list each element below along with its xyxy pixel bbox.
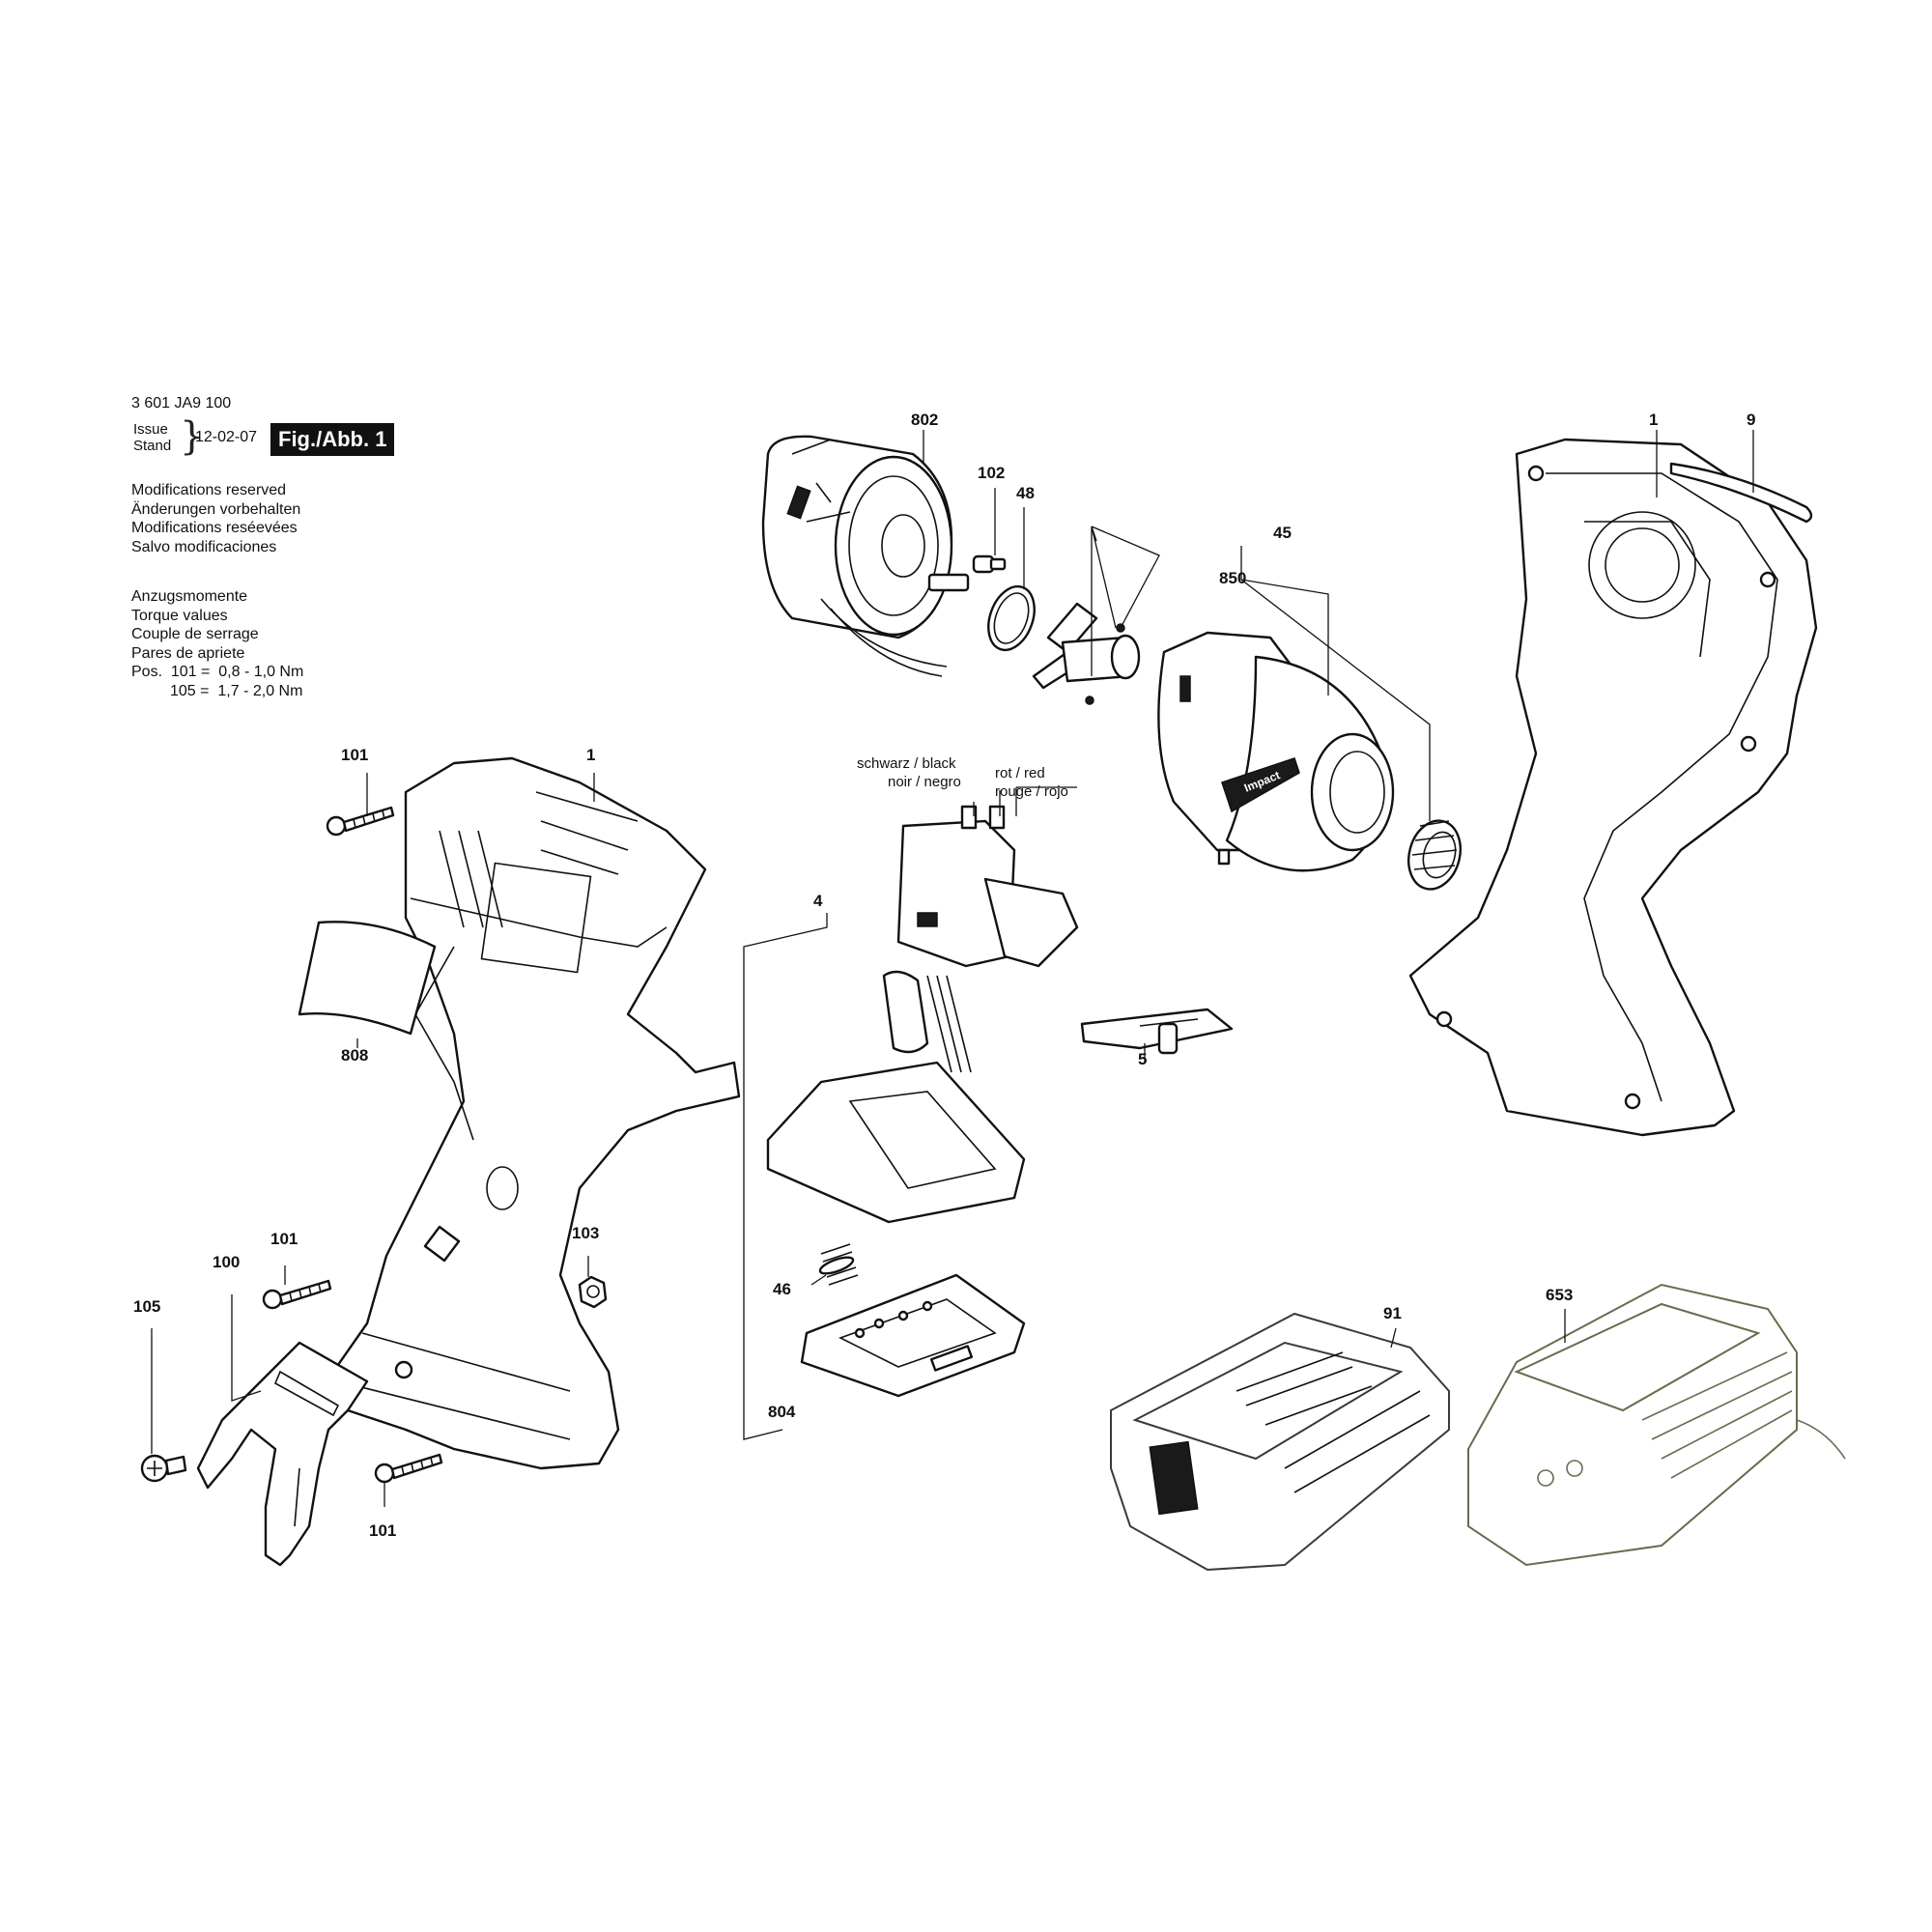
- housing-half-right-1: [1408, 438, 1818, 1137]
- nut-103: [578, 1275, 608, 1309]
- screw-102: [972, 554, 1007, 574]
- issue-row: Issue Stand } 12-02-07 Fig./Abb. 1: [131, 417, 440, 460]
- screw-101-top: [326, 806, 395, 837]
- header-block: 3 601 JA9 100 Issue Stand } 12-02-07 Fig…: [131, 394, 440, 700]
- callout-102: 102: [978, 464, 1005, 482]
- screw-101-bottom: [374, 1453, 443, 1484]
- callout-808: 808: [341, 1046, 368, 1065]
- callout-1-left: 1: [586, 746, 595, 764]
- electronics-board-804: [800, 1273, 1026, 1398]
- spindle-hammer: [1032, 602, 1141, 705]
- stand-label: Stand: [133, 438, 172, 454]
- figure-label: Fig./Abb. 1: [270, 423, 395, 456]
- callout-804: 804: [768, 1403, 796, 1421]
- callout-45: 45: [1273, 524, 1292, 542]
- callout-9: 9: [1747, 411, 1755, 429]
- modification-notes: Modifications reserved Änderungen vorbeh…: [131, 481, 440, 700]
- leader-lines: [151, 430, 1754, 1507]
- callout-802: 802: [911, 411, 938, 429]
- battery-pack-91: [1110, 1312, 1450, 1572]
- wire-label-black-1: schwarz / black: [857, 755, 956, 772]
- rating-label-808: [298, 921, 437, 1036]
- torque-heading: Couple de serrage: [131, 626, 259, 642]
- direction-switch-5: [1080, 1008, 1234, 1055]
- charger-653: [1467, 1283, 1846, 1567]
- callout-105: 105: [133, 1297, 160, 1316]
- callout-5: 5: [1138, 1050, 1147, 1068]
- motor-802: [761, 435, 970, 677]
- callout-103: 103: [572, 1224, 599, 1242]
- screw-101-middle: [262, 1279, 332, 1310]
- brace-symbol: }: [180, 414, 205, 459]
- gear-housing-850: Impact: [1157, 631, 1395, 872]
- callout-101-top: 101: [341, 746, 368, 764]
- issue-labels: Issue Stand: [133, 421, 171, 454]
- switch-module-4: [766, 805, 1079, 1224]
- wire-label-red-1: rot / red: [995, 765, 1045, 781]
- callout-4: 4: [813, 892, 823, 910]
- note-line: Modifications reserved: [131, 482, 287, 498]
- callout-101-middle: 101: [270, 1230, 298, 1248]
- callout-46: 46: [773, 1280, 791, 1298]
- torque-row-101: Pos. 101 = 0,8 - 1,0 Nm: [131, 664, 304, 680]
- callout-850: 850: [1219, 569, 1246, 587]
- housing-half-left-1: [331, 756, 741, 1470]
- o-ring-48: [987, 584, 1036, 652]
- issue-date: 12-02-07: [195, 429, 258, 445]
- callout-653: 653: [1546, 1286, 1573, 1304]
- torque-heading: Anzugsmomente: [131, 588, 248, 605]
- spring-46: [818, 1243, 859, 1286]
- callout-101-bottom: 101: [369, 1521, 396, 1540]
- note-line: Änderungen vorbehalten: [131, 500, 301, 518]
- callout-48: 48: [1016, 484, 1035, 502]
- note-line: Salvo modificaciones: [131, 538, 277, 555]
- threaded-ring: [1407, 819, 1462, 891]
- torque-heading: Pares de apriete: [131, 644, 245, 662]
- wire-label-black-2: noir / negro: [888, 774, 961, 790]
- issue-label: Issue: [133, 421, 168, 438]
- torque-row-105: 105 = 1,7 - 2,0 Nm: [131, 682, 303, 699]
- note-line: Modifications reséevées: [131, 520, 298, 536]
- callout-100: 100: [213, 1253, 240, 1271]
- belt-clip-100: [196, 1341, 369, 1567]
- document-number: 3 601 JA9 100: [131, 395, 232, 412]
- callout-1-right: 1: [1649, 411, 1658, 429]
- wire-label-red-2: rouge / rojo: [995, 783, 1068, 800]
- label-strip-9: [1669, 462, 1813, 524]
- screw-105: [140, 1454, 187, 1483]
- torque-heading: Torque values: [131, 607, 228, 624]
- callout-91: 91: [1383, 1304, 1402, 1322]
